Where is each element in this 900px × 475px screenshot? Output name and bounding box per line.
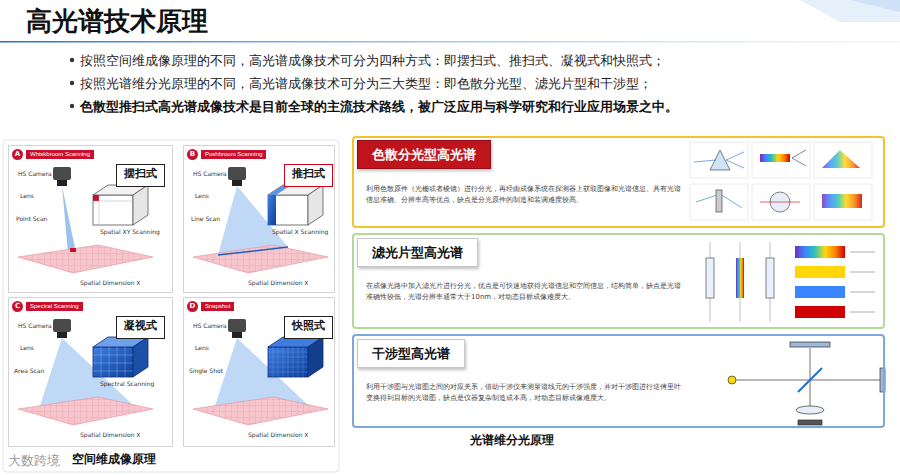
axis-label: Spatial Dimension X bbox=[80, 431, 140, 439]
part-label: Single Shot bbox=[189, 367, 223, 375]
tag-text: 色散分光型高光谱 bbox=[372, 146, 476, 163]
panel-body: 利用色散原件（光栅或者棱镜）进行分光，再经由成像系统在探测器上获取图像和光谱信息… bbox=[366, 184, 684, 206]
mode-tag: 推扫式 bbox=[284, 164, 333, 187]
card-heading: Pushbroom Scanning bbox=[201, 150, 266, 159]
tag-text: 干涉型高光谱 bbox=[372, 345, 450, 362]
panel-caption: 空间维成像原理 bbox=[72, 451, 156, 467]
part-label: Lens bbox=[20, 344, 34, 352]
part-label: HS Camera bbox=[193, 170, 227, 178]
type-panel: 在成像光路中加入滤光片进行分光，优点是可快速地获得光谱信息和空间信息，结构简单，… bbox=[352, 233, 885, 329]
part-label: Spatial X Scanning bbox=[272, 228, 328, 236]
card-letter: B bbox=[187, 149, 198, 160]
tag-text: 快照式 bbox=[292, 319, 325, 333]
tag-text: 凝视式 bbox=[124, 319, 157, 333]
watermark: 大数跨境 bbox=[8, 452, 60, 469]
type-tag: 色散分光型高光谱 bbox=[357, 140, 491, 169]
card-heading: Whiskbroom Scanning bbox=[26, 150, 94, 159]
part-label: HS Camera bbox=[18, 322, 52, 330]
type-tag: 干涉型高光谱 bbox=[357, 339, 465, 368]
panel-body: 利用干涉图与光谱图之间的对应关系，借助干涉仪来测量谱线元的干涉强度，并对干涉图进… bbox=[366, 382, 684, 404]
part-label: Lens bbox=[20, 192, 34, 200]
tag-text: 摆扫式 bbox=[124, 167, 157, 181]
part-label: Lens bbox=[195, 192, 209, 200]
axis-label: Spatial Dimension X bbox=[248, 279, 308, 287]
card-letter: D bbox=[187, 301, 198, 312]
part-label: Spatial XY Scanning bbox=[100, 228, 160, 236]
axis-label: Spatial Dimension X bbox=[80, 279, 140, 287]
type-tag: 滤光片型高光谱 bbox=[357, 238, 478, 267]
part-label: Line Scan bbox=[191, 215, 220, 223]
part-label: HS Camera bbox=[18, 170, 52, 178]
panel-body: 在成像光路中加入滤光片进行分光，优点是可快速地获得光谱信息和空间信息，结构简单，… bbox=[366, 281, 684, 303]
mode-tag: 快照式 bbox=[284, 316, 333, 339]
tag-text: 滤光片型高光谱 bbox=[372, 244, 463, 261]
tag-text: 推扫式 bbox=[292, 167, 325, 181]
bullet-text: 按照光谱维分光原理的不同，高光谱成像技术可分为三大类型：即色散分光型、滤光片型和… bbox=[80, 75, 652, 92]
part-label: Area Scan bbox=[14, 367, 44, 375]
panel-caption: 光谱维分光原理 bbox=[470, 432, 554, 448]
card-heading: Spectral Scanning bbox=[26, 302, 83, 311]
part-label: Point Scan bbox=[16, 215, 47, 223]
mode-tag: 摆扫式 bbox=[116, 164, 165, 187]
card-letter: A bbox=[12, 149, 23, 160]
card-letter: C bbox=[12, 301, 23, 312]
slide-title: 高光谱技术原理 bbox=[26, 4, 208, 38]
bullet-text: 按照空间维成像原理的不同，高光谱成像技术可分为四种方式：即摆扫式、推扫式、凝视式… bbox=[80, 52, 665, 69]
type-panel: 利用色散原件（光栅或者棱镜）进行分光，再经由成像系统在探测器上获取图像和光谱信息… bbox=[352, 136, 885, 228]
part-label: Lens bbox=[195, 344, 209, 352]
bullet-text: 色散型推扫式高光谱成像技术是目前全球的主流技术路线，被广泛应用与科学研究和行业应… bbox=[80, 98, 678, 115]
axis-label: Spatial Dimension X bbox=[248, 431, 308, 439]
part-label: HS Camera bbox=[193, 322, 227, 330]
card-heading: Snapshot bbox=[201, 302, 234, 311]
type-panel: 利用干涉图与光谱图之间的对应关系，借助干涉仪来测量谱线元的干涉强度，并对干涉图进… bbox=[352, 334, 885, 428]
mode-tag: 凝视式 bbox=[116, 316, 165, 339]
part-label: Spectral Scanning bbox=[100, 380, 154, 388]
